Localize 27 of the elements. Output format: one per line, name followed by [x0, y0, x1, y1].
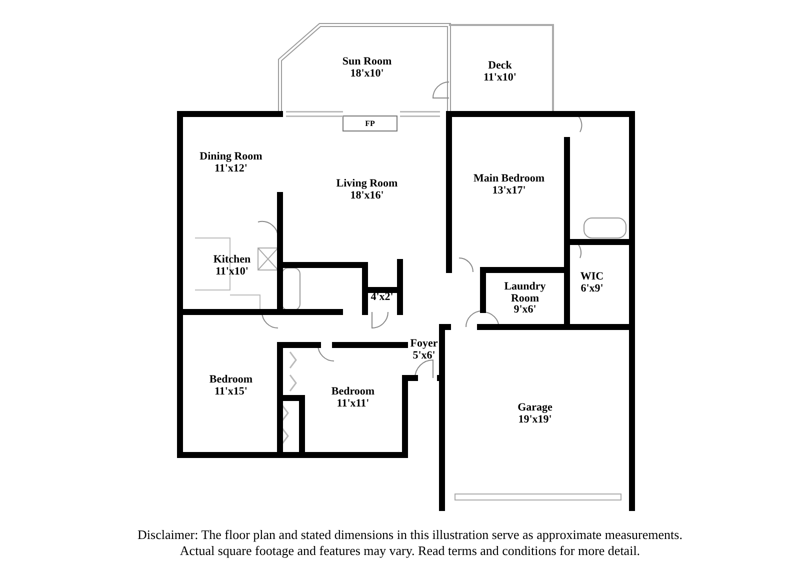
room-name: Living Room [336, 178, 398, 190]
room-name: Garage [518, 402, 552, 414]
room-dimensions: 11'x10' [483, 72, 516, 84]
room-name: Kitchen [213, 254, 251, 266]
room-name: Deck [488, 60, 512, 72]
room-name: WIC [580, 271, 604, 283]
room-name: FP [365, 120, 375, 128]
room-dimensions: 18'x16' [350, 190, 384, 202]
room-dimensions: 13'x17' [492, 185, 526, 197]
room-name: Foyer [410, 338, 438, 350]
room-dimensions: 9'x6' [514, 304, 536, 316]
room-name: Main Bedroom [474, 173, 544, 185]
room-dimensions: 11'x11' [336, 398, 370, 410]
room-name: Sun Room [342, 56, 392, 68]
room-dimensions: 11'x15' [214, 386, 248, 398]
room-dimensions: 5'x6' [412, 350, 436, 362]
room-dimensions: 11'x12' [214, 163, 248, 175]
room-name: Bedroom [209, 374, 253, 386]
room-dimensions: 18'x10' [350, 68, 384, 80]
disclaimer-text: Disclaimer: The floor plan and stated dimensions in this illustration serve as approximate measurements. Actual square footage and features may vary. Read terms and conditions for more detail. [136, 527, 684, 559]
room-dimensions: 19'x19' [518, 414, 552, 426]
room-name: Dining Room [200, 151, 262, 163]
room-dimensions: 6'x9' [580, 283, 604, 295]
room-dimensions: 11'x10' [215, 266, 248, 278]
room-name: Bedroom [331, 386, 375, 398]
room-name: 4'x2' [370, 292, 394, 304]
room-name: Laundry Room [503, 282, 547, 305]
